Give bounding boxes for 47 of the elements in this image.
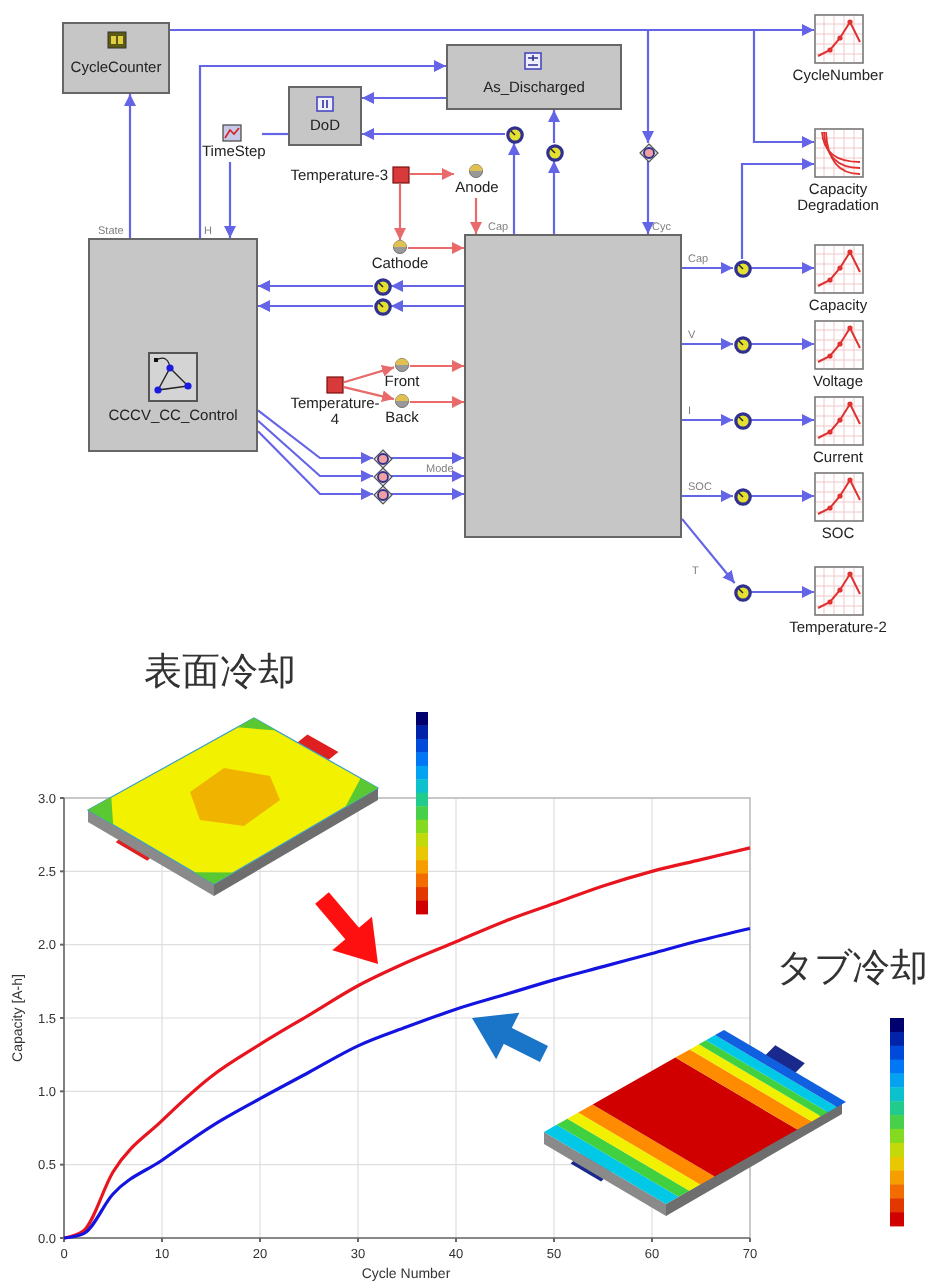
connector [124, 94, 136, 238]
connector [470, 198, 482, 234]
connector [258, 280, 373, 292]
connector [262, 132, 288, 136]
connector [682, 262, 733, 274]
connector [410, 168, 454, 180]
connector [751, 414, 814, 426]
connector [508, 143, 520, 234]
connector [391, 300, 464, 312]
block-box [62, 22, 170, 94]
connector [410, 396, 464, 408]
block-box [446, 44, 622, 110]
connector [408, 242, 464, 254]
connector [682, 338, 733, 350]
connector [548, 161, 560, 234]
connector [170, 28, 814, 148]
connector [343, 365, 395, 384]
connector [751, 586, 814, 598]
block-box [288, 86, 362, 146]
connector [394, 184, 406, 240]
heading: 表面冷却 [144, 652, 296, 694]
block-box [88, 238, 258, 452]
connector [682, 490, 733, 502]
connector [391, 280, 464, 292]
connector [410, 360, 464, 372]
connector [751, 490, 814, 502]
connector [682, 414, 733, 426]
connector [257, 419, 373, 482]
connector [740, 158, 814, 259]
connector [362, 92, 446, 104]
connector [362, 128, 505, 140]
connector [751, 338, 814, 350]
connector [548, 110, 560, 143]
connector [681, 518, 736, 584]
connector [391, 452, 464, 464]
heading: タブ冷却 [776, 948, 928, 990]
connector [751, 262, 814, 274]
connector [224, 162, 236, 238]
connector [391, 488, 464, 500]
connector [391, 470, 464, 482]
connector [642, 161, 654, 234]
connector [198, 60, 446, 238]
connector [257, 430, 373, 500]
block-box [464, 234, 682, 538]
connector [258, 300, 373, 312]
connector [343, 386, 395, 403]
connector [257, 409, 373, 464]
